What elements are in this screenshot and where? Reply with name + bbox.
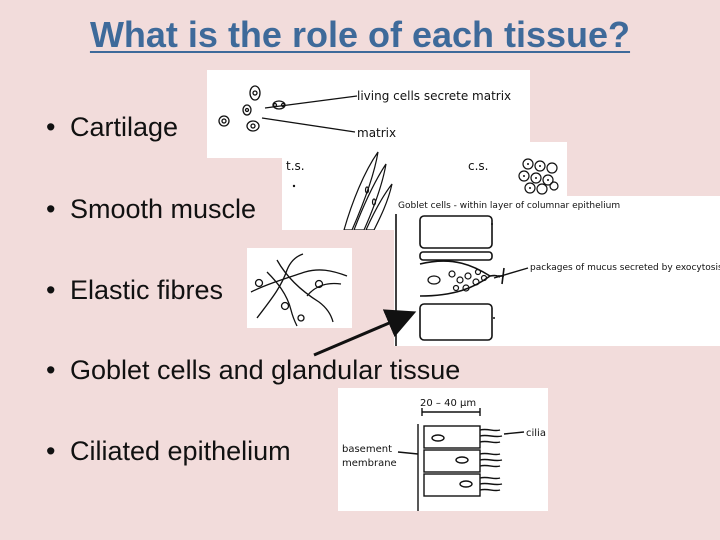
slide-title: What is the role of each tissue? <box>89 14 631 55</box>
bullet-cartilage: • Cartilage <box>46 112 178 143</box>
bullet-label: Goblet cells and glandular tissue <box>70 355 461 385</box>
label-dimension: 20 – 40 μm <box>420 398 476 409</box>
bullet-label: Cartilage <box>70 112 179 142</box>
label-basement: basement <box>342 444 392 455</box>
label-membrane: membrane <box>342 458 397 469</box>
label-cilia: cilia <box>526 428 546 439</box>
elastic-fibres-diagram <box>247 248 352 328</box>
bullet-elastic-fibres: • Elastic fibres <box>46 275 223 306</box>
bullet-label: Ciliated epithelium <box>70 436 291 466</box>
ciliated-epithelium-diagram: 20 – 40 μm cilia basement membrane <box>338 388 548 511</box>
bullet-dot: • <box>46 436 56 466</box>
pointer-arrow <box>313 309 417 357</box>
label-ts: t.s. <box>286 159 305 173</box>
smooth-muscle-drawing: t.s. c.s. <box>286 151 559 230</box>
bullet-label: Elastic fibres <box>70 275 224 305</box>
bullet-goblet-cells: • Goblet cells and glandular tissue <box>46 355 460 386</box>
elastic-fibres-drawing <box>250 253 348 327</box>
bullet-dot: • <box>46 112 56 142</box>
goblet-cells-diagram: Goblet cells - within layer of columnar … <box>394 196 720 346</box>
label-mucus: packages of mucus secreted by exocytosis <box>530 263 720 273</box>
bullet-ciliated-epithelium: • Ciliated epithelium <box>46 436 291 467</box>
label-goblet-header: Goblet cells - within layer of columnar … <box>398 201 620 211</box>
label-living-cells: living cells secrete matrix <box>357 89 511 103</box>
bullet-label: Smooth muscle <box>70 194 257 224</box>
bullet-dot: • <box>46 194 56 224</box>
label-cs: c.s. <box>468 159 488 173</box>
bullet-dot: • <box>46 275 56 305</box>
cartilage-drawing: living cells secrete matrix matrix <box>218 85 511 140</box>
goblet-cells-drawing: Goblet cells - within layer of columnar … <box>395 201 720 346</box>
ciliated-epithelium-drawing: 20 – 40 μm cilia basement membrane <box>342 398 546 511</box>
bullet-dot: • <box>46 355 56 385</box>
bullet-smooth-muscle: • Smooth muscle <box>46 194 256 225</box>
label-matrix: matrix <box>357 126 396 140</box>
